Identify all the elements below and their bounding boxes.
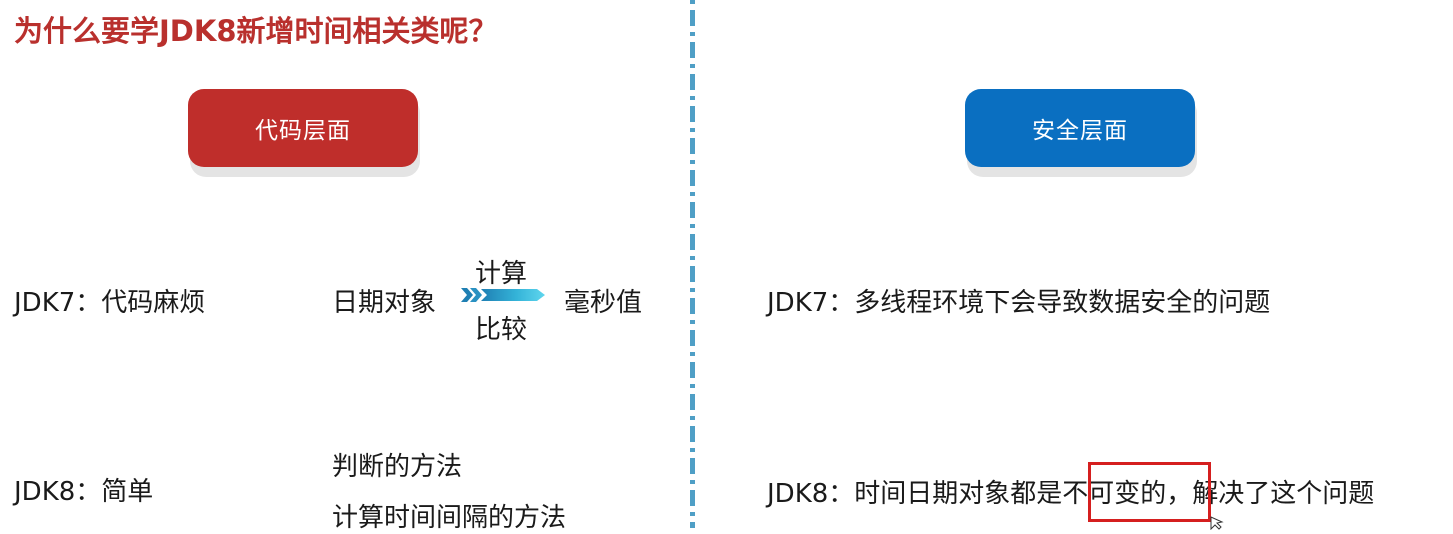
jdk7-safety-label: JDK7：多线程环境下会导致数据安全的问题 bbox=[767, 288, 1271, 318]
jdk8-safety-prefix: JDK8：时间日期对象都是 bbox=[767, 479, 1063, 509]
highlight-box bbox=[1088, 462, 1211, 522]
judge-method-text: 判断的方法 bbox=[332, 452, 463, 482]
double-chevron-arrow-icon bbox=[461, 288, 545, 302]
interval-method-text: 计算时间间隔的方法 bbox=[332, 503, 567, 533]
date-object-text: 日期对象 bbox=[332, 288, 437, 318]
immutable-highlight-text: 不可变的 bbox=[1062, 479, 1167, 509]
code-level-pill-container: 代码层面 bbox=[188, 89, 420, 177]
jdk8-code-label: JDK8：简单 bbox=[14, 477, 154, 507]
page-title: 为什么要学JDK8新增时间相关类呢？ bbox=[14, 14, 498, 48]
code-level-pill: 代码层面 bbox=[188, 89, 418, 167]
safety-level-pill-container: 安全层面 bbox=[965, 89, 1197, 177]
jdk8-safety-line: JDK8：时间日期对象都是不可变的，解决了这个问题 bbox=[767, 473, 1374, 510]
jdk8-safety-suffix: ，解决了这个问题 bbox=[1166, 479, 1375, 509]
jdk7-code-label: JDK7：代码麻烦 bbox=[14, 288, 206, 318]
safety-level-pill: 安全层面 bbox=[965, 89, 1195, 167]
arrow-bottom-label: 比较 bbox=[475, 315, 528, 345]
millisecond-text: 毫秒值 bbox=[564, 288, 643, 318]
arrow-top-label: 计算 bbox=[475, 259, 528, 289]
vertical-dashed-divider bbox=[690, 0, 695, 528]
